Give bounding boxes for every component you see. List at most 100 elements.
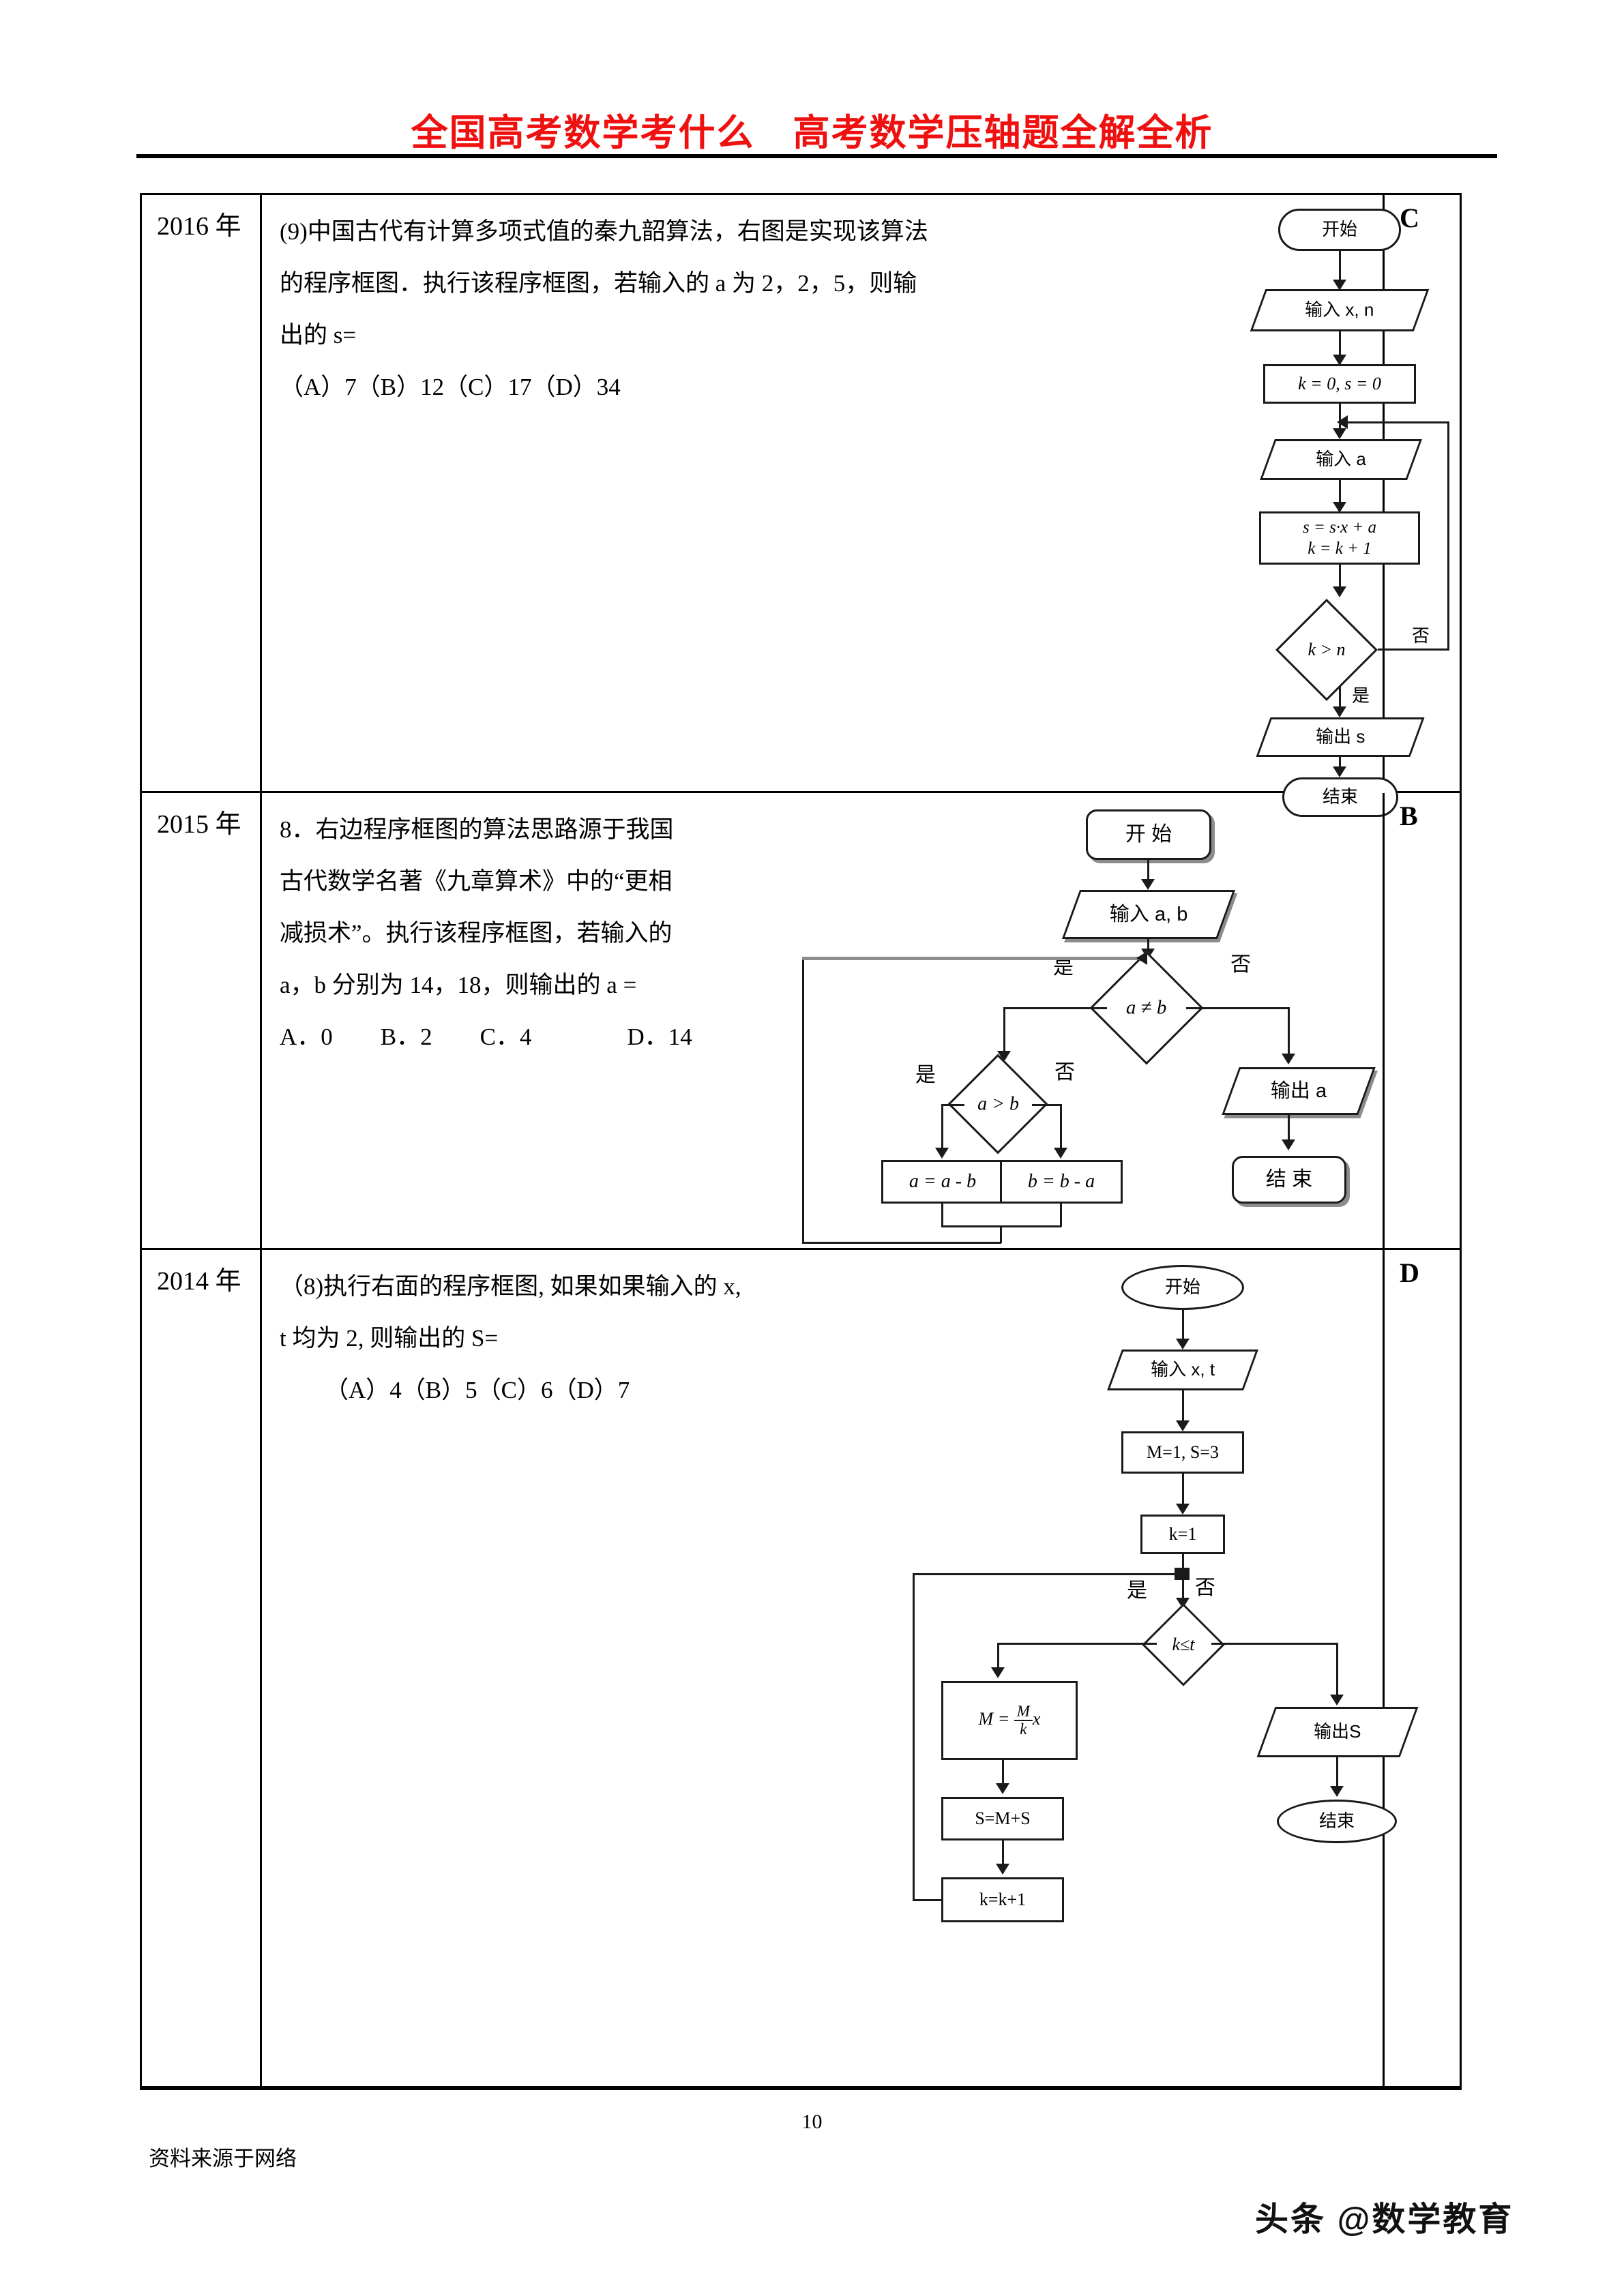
arrow-down-icon (1333, 766, 1346, 777)
flow-loopback (1000, 1225, 1002, 1243)
flow-input-ab-node: 输入 a, b (1061, 890, 1236, 939)
year-cell: 2015 年 (142, 793, 262, 1248)
question-text: 8．右边程序框图的算法思路源于我国 古代数学名著《九章算术》中的“更相 减损术”… (280, 804, 798, 1063)
flow-init-node: k = 0, s = 0 (1263, 364, 1416, 404)
arrow-down-icon (1330, 1695, 1344, 1705)
flow-connector (1339, 565, 1341, 593)
flow-connector (1182, 1474, 1184, 1512)
question-line: (9)中国古代有计算多项式值的秦九韶算法，右图是实现该算法 (280, 218, 928, 245)
arrow-down-icon (1141, 879, 1155, 890)
flow-label-yes-2: 是 (915, 1064, 936, 1086)
flow-end-node: 结束 (1282, 777, 1398, 817)
flow-connector-yes-2 (941, 1104, 943, 1156)
question-line: 出的 s= (280, 322, 357, 348)
year-cell: 2014 年 (142, 1250, 262, 2088)
question-line: t 均为 2, 则输出的 S= (280, 1325, 499, 1352)
arrow-down-icon (1176, 1339, 1190, 1350)
answer-options: A．0 B．2 C．4 D．14 (280, 1024, 692, 1050)
flow-end-node: 结 束 (1232, 1156, 1346, 1204)
flow-connector (1002, 1760, 1004, 1790)
question-line: 古代数学名著《九章算术》中的“更相 (280, 868, 673, 895)
answer-cell: C (1385, 195, 1460, 791)
flow-input-xt-node: 输入 x, t (1107, 1350, 1258, 1390)
flow-loopback (802, 957, 1147, 960)
flow-connector-no-1 (1186, 1007, 1290, 1009)
flow-connector-yes (1339, 686, 1341, 713)
flow-connector (1339, 251, 1341, 286)
flow-connector (1182, 1310, 1184, 1347)
flow-loopback (802, 958, 804, 1243)
arrow-down-icon (1333, 355, 1346, 366)
source-note: 资料来源于网络 (149, 2147, 297, 2171)
flow-label-no: 否 (1195, 1577, 1215, 1599)
year-cell: 2016 年 (142, 195, 262, 791)
flow-loopback (913, 1573, 1183, 1575)
arrow-down-icon (996, 1864, 1009, 1875)
flow-process-right-node: b = b - a (1000, 1160, 1123, 1204)
arrow-down-icon (1333, 428, 1346, 439)
flow-connector-no (1378, 648, 1449, 651)
question-text: （8)执行右面的程序框图, 如果如果输入的 x, t 均为 2, 则输出的 S=… (280, 1261, 894, 1416)
question-line: 8．右边程序框图的算法思路源于我国 (280, 816, 674, 843)
flow-connector-no-2 (1060, 1104, 1062, 1156)
flow-connector (1339, 757, 1341, 772)
question-text: (9)中国古代有计算多项式值的秦九韶算法，右图是实现该算法 的程序框图．执行该程… (280, 206, 1078, 413)
flow-loopback (913, 1573, 915, 1900)
flow-connector-yes (997, 1643, 999, 1675)
flow-decision-node: k≤t (1142, 1603, 1225, 1686)
flow-label-yes: 是 (1352, 685, 1370, 706)
flow-connector-no (1211, 1643, 1338, 1645)
arrow-down-icon (996, 1783, 1009, 1794)
page-number: 10 (801, 2111, 823, 2133)
table-row: 2016 年 (9)中国古代有计算多项式值的秦九韶算法，右图是实现该算法 的程序… (142, 195, 1460, 817)
arrow-left-icon (1136, 951, 1147, 965)
answer-options: （A）4（B）5（C）6（D）7 (325, 1377, 630, 1403)
flow-loopback (1060, 1204, 1062, 1227)
question-cell: （8)执行右面的程序框图, 如果如果输入的 x, t 均为 2, 则输出的 S=… (262, 1250, 1419, 2088)
arrow-down-icon (1333, 502, 1346, 513)
document-header: 全国高考数学考什么 高考数学压轴题全解全析 (0, 102, 1624, 156)
flow-process-s-node: S=M+S (941, 1797, 1064, 1840)
page-title: 全国高考数学考什么 高考数学压轴题全解全析 (411, 113, 1213, 153)
questions-table: 2016 年 (9)中国古代有计算多项式值的秦九韶算法，右图是实现该算法 的程序… (140, 193, 1462, 2090)
arrow-left-icon (1337, 415, 1348, 429)
arrow-down-icon (1333, 280, 1346, 290)
arrow-down-icon (1333, 586, 1346, 597)
flowchart-2016: 开始 输入 x, n k = 0, s = 0 输入 a (1183, 205, 1469, 817)
answer-cell: B (1385, 793, 1460, 1248)
flow-connector (1002, 1840, 1004, 1873)
arrow-down-icon (1176, 1504, 1190, 1515)
flow-label-no-2: 否 (1054, 1061, 1075, 1084)
answer-letter: C (1400, 203, 1419, 233)
flow-output-node: 输出 a (1222, 1067, 1376, 1115)
year-label: 2014 年 (157, 1267, 241, 1296)
flow-start-node: 开 始 (1086, 809, 1211, 860)
arrow-down-icon (1282, 1054, 1295, 1064)
arrow-down-icon (1330, 1786, 1344, 1797)
question-line: 减损术”。执行该程序框图，若输入的 (280, 920, 673, 946)
flow-process-k-node: k=k+1 (941, 1877, 1064, 1922)
arrow-down-icon (1282, 1139, 1295, 1150)
question-line: a，b 分别为 14，18，则输出的 a = (280, 972, 637, 998)
flow-label-yes-1: 是 (1053, 956, 1074, 979)
flow-label-no-1: 否 (1230, 953, 1251, 976)
flow-connector (1336, 1757, 1338, 1795)
flow-connector-yes (997, 1643, 1157, 1645)
flowchart-2014: 开始 输入 x, t M=1, S=3 k=1 (896, 1259, 1419, 1941)
flow-end-node: 结束 (1277, 1800, 1397, 1843)
flowchart-2015: 开 始 输入 a, b a ≠ b 是 否 (760, 800, 1376, 1244)
flow-loopback (941, 1204, 943, 1227)
flow-connector-yes-1 (1003, 1007, 1005, 1059)
answer-cell: D (1385, 1250, 1460, 2088)
question-line: （8)执行右面的程序框图, 如果如果输入的 x, (280, 1273, 741, 1300)
flow-init-ms-node: M=1, S=3 (1121, 1431, 1244, 1474)
arrow-down-icon (1333, 706, 1346, 717)
flow-process-left-node: a = a - b (881, 1160, 1004, 1204)
year-label: 2016 年 (157, 212, 241, 241)
question-cell: 8．右边程序框图的算法思路源于我国 古代数学名著《九章算术》中的“更相 减损术”… (262, 793, 1385, 1248)
flow-connector (1182, 1390, 1184, 1429)
answer-letter: B (1400, 801, 1418, 831)
arrow-down-icon (991, 1667, 1005, 1678)
